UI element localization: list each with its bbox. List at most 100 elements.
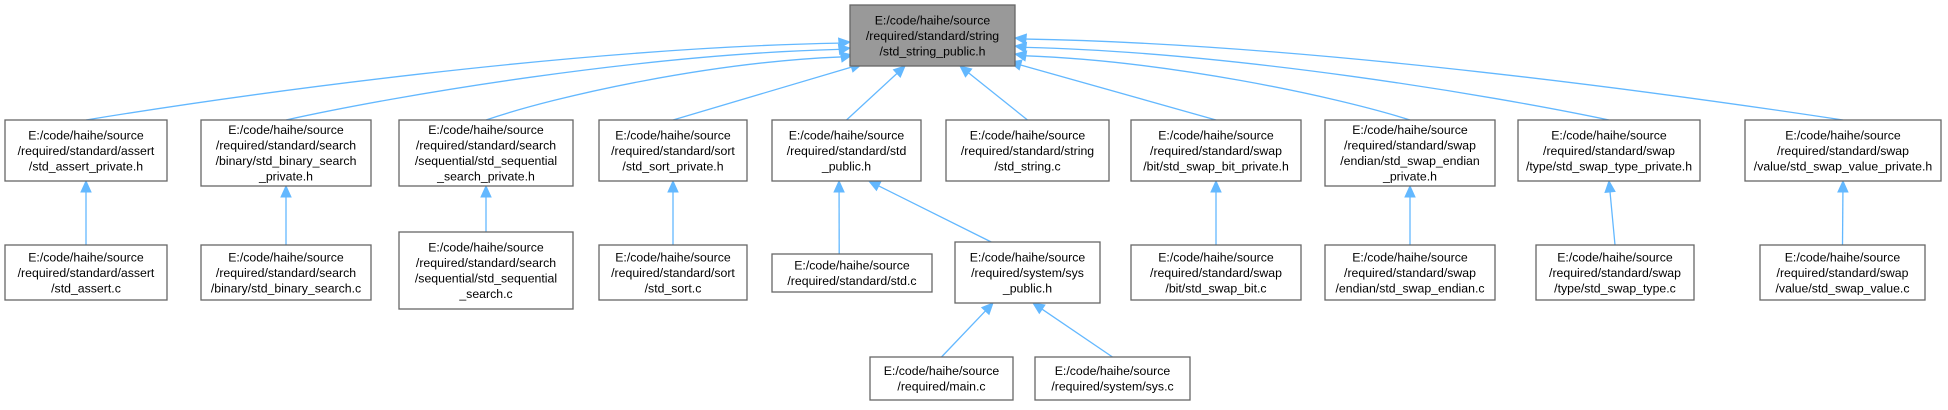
node-label-line: /required/standard/swap xyxy=(1549,266,1681,280)
node-swap_value_private_h[interactable]: E:/code/haihe/source/required/standard/s… xyxy=(1745,120,1941,181)
arrowhead-std_swap_endian_c-to-swap_endian_private_h xyxy=(1405,186,1415,197)
node-std_public_h[interactable]: E:/code/haihe/source/required/standard/s… xyxy=(772,120,921,181)
node-label-line: _search_private.h xyxy=(436,170,535,184)
node-swap_type_private_h[interactable]: E:/code/haihe/source/required/standard/s… xyxy=(1518,120,1700,181)
node-sys_c[interactable]: E:/code/haihe/source/required/system/sys… xyxy=(1035,357,1190,400)
edge-sys_public_h-to-std_public_h xyxy=(879,186,992,242)
arrowhead-std_binary_search_c-to-binary_search_private_h xyxy=(281,186,291,197)
node-std_binary_search_c[interactable]: E:/code/haihe/source/required/standard/s… xyxy=(201,245,371,300)
edge-swap_bit_private_h-to-root xyxy=(1021,65,1216,120)
node-label-line: /sequential/std_sequential xyxy=(415,272,557,286)
node-label-line: E:/code/haihe/source xyxy=(615,128,731,142)
node-label-line: _search.c xyxy=(458,287,512,301)
node-label-line: E:/code/haihe/source xyxy=(228,123,344,137)
node-label-line: /required/main.c xyxy=(897,380,985,394)
node-sequential_search_private_h[interactable]: E:/code/haihe/source/required/standard/s… xyxy=(399,120,573,186)
node-label-line: E:/code/haihe/source xyxy=(875,13,991,27)
node-label-line: /bit/std_swap_bit_private.h xyxy=(1143,159,1289,173)
node-label-line: /required/standard/swap xyxy=(1777,266,1909,280)
node-label-line: _private.h xyxy=(258,170,313,184)
node-label-line: /required/standard/assert xyxy=(18,266,155,280)
node-label-line: E:/code/haihe/source xyxy=(615,250,731,264)
node-label-line: /endian/std_swap_endian xyxy=(1340,154,1480,168)
node-label-line: E:/code/haihe/source xyxy=(1551,128,1667,142)
arrowhead-std_swap_bit_c-to-swap_bit_private_h xyxy=(1211,181,1221,192)
edge-swap_type_private_h-to-root xyxy=(1026,47,1609,120)
node-label-line: E:/code/haihe/source xyxy=(228,250,344,264)
node-label-line: /std_string.c xyxy=(994,159,1060,173)
node-assert_private_h[interactable]: E:/code/haihe/source/required/standard/a… xyxy=(5,120,167,181)
node-label-line: /required/standard/string xyxy=(961,144,1094,158)
node-label-line: _public.h xyxy=(821,159,871,173)
node-label-line: E:/code/haihe/source xyxy=(1055,364,1171,378)
node-label-line: /required/standard/swap xyxy=(1150,144,1282,158)
node-label-line: /required/standard/search xyxy=(216,266,356,280)
node-std_swap_endian_c[interactable]: E:/code/haihe/source/required/standard/s… xyxy=(1325,245,1495,300)
edge-assert_private_h-to-root xyxy=(86,43,839,120)
node-label-line: /required/standard/std xyxy=(787,144,907,158)
edge-swap_endian_private_h-to-root xyxy=(1026,56,1410,120)
arrowhead-std_assert_c-to-assert_private_h xyxy=(81,181,91,192)
node-std_sort_c[interactable]: E:/code/haihe/source/required/standard/s… xyxy=(599,245,747,300)
node-label-line: _public.h xyxy=(1002,281,1052,295)
node-label-line: /required/system/sys.c xyxy=(1051,380,1173,394)
node-root[interactable]: E:/code/haihe/source/required/standard/s… xyxy=(850,5,1015,66)
node-label-line: /required/standard/sort xyxy=(611,266,735,280)
node-label-line: /binary/std_binary_search xyxy=(216,154,357,168)
node-label-line: /required/standard/sort xyxy=(611,144,735,158)
node-label-line: E:/code/haihe/source xyxy=(794,259,910,273)
node-std_swap_bit_c[interactable]: E:/code/haihe/source/required/standard/s… xyxy=(1131,245,1301,300)
node-label-line: E:/code/haihe/source xyxy=(28,250,144,264)
edge-main_c-to-sys_public_h xyxy=(942,311,986,357)
node-sys_public_h[interactable]: E:/code/haihe/source/required/system/sys… xyxy=(955,242,1100,303)
arrowhead-sys_c-to-sys_public_h xyxy=(1033,303,1045,313)
nodes-layer: E:/code/haihe/source/required/standard/s… xyxy=(5,5,1941,400)
node-label-line: /bit/std_swap_bit.c xyxy=(1165,281,1266,295)
node-label-line: /type/std_swap_type.c xyxy=(1554,281,1676,295)
node-label-line: /required/standard/swap xyxy=(1344,139,1476,153)
node-label-line: /std_sort.c xyxy=(645,281,702,295)
node-label-line: /required/standard/swap xyxy=(1543,144,1675,158)
node-std_c[interactable]: E:/code/haihe/source/required/standard/s… xyxy=(772,254,932,292)
edge-sort_private_h-to-root xyxy=(673,67,851,120)
node-label-line: E:/code/haihe/source xyxy=(1557,250,1673,264)
node-std_swap_type_c[interactable]: E:/code/haihe/source/required/standard/s… xyxy=(1536,245,1694,300)
node-std_assert_c[interactable]: E:/code/haihe/source/required/standard/a… xyxy=(5,245,167,300)
node-label-line: /required/standard/string xyxy=(866,29,999,43)
arrowhead-std_swap_value_c-to-swap_value_private_h xyxy=(1838,181,1848,192)
node-swap_endian_private_h[interactable]: E:/code/haihe/source/required/standard/s… xyxy=(1325,120,1495,186)
node-label-line: /value/std_swap_value.c xyxy=(1776,281,1910,295)
node-label-line: /required/standard/search xyxy=(416,256,556,270)
node-std_string_c[interactable]: E:/code/haihe/source/required/standard/s… xyxy=(946,120,1109,181)
node-label-line: E:/code/haihe/source xyxy=(428,241,544,255)
arrowhead-std_string_c-to-root xyxy=(960,66,972,77)
node-label-line: E:/code/haihe/source xyxy=(1352,123,1468,137)
node-label-line: /std_string_public.h xyxy=(880,44,986,58)
arrowhead-std_swap_type_c-to-swap_type_private_h xyxy=(1605,181,1615,192)
arrowhead-swap_value_private_h-to-root xyxy=(1015,34,1026,44)
edge-swap_value_private_h-to-root xyxy=(1026,39,1843,120)
node-std_swap_value_c[interactable]: E:/code/haihe/source/required/standard/s… xyxy=(1760,245,1925,300)
edges-layer xyxy=(81,34,1848,357)
node-label-line: E:/code/haihe/source xyxy=(28,128,144,142)
node-label-line: E:/code/haihe/source xyxy=(884,364,1000,378)
node-swap_bit_private_h[interactable]: E:/code/haihe/source/required/standard/s… xyxy=(1131,120,1301,181)
node-label-line: _private.h xyxy=(1382,170,1437,184)
arrowhead-std_sequential_search_c-to-sequential_search_private_h xyxy=(481,186,491,197)
node-label-line: /required/standard/search xyxy=(416,139,556,153)
node-main_c[interactable]: E:/code/haihe/source/required/main.c xyxy=(870,357,1013,400)
node-label-line: /required/standard/swap xyxy=(1150,266,1282,280)
node-label-line: E:/code/haihe/source xyxy=(1158,128,1274,142)
arrowhead-std_sort_c-to-sort_private_h xyxy=(668,181,678,192)
node-label-line: /required/system/sys xyxy=(971,266,1084,280)
node-label-line: E:/code/haihe/source xyxy=(1785,128,1901,142)
node-label-line: /required/standard/std.c xyxy=(787,274,916,288)
node-binary_search_private_h[interactable]: E:/code/haihe/source/required/standard/s… xyxy=(201,120,371,186)
arrowhead-std_c-to-std_public_h xyxy=(834,181,844,192)
edge-std_swap_type_c-to-swap_type_private_h xyxy=(1610,192,1615,245)
node-sort_private_h[interactable]: E:/code/haihe/source/required/standard/s… xyxy=(599,120,747,181)
node-label-line: E:/code/haihe/source xyxy=(1352,250,1468,264)
node-label-line: E:/code/haihe/source xyxy=(428,123,544,137)
node-std_sequential_search_c[interactable]: E:/code/haihe/source/required/standard/s… xyxy=(399,232,573,309)
